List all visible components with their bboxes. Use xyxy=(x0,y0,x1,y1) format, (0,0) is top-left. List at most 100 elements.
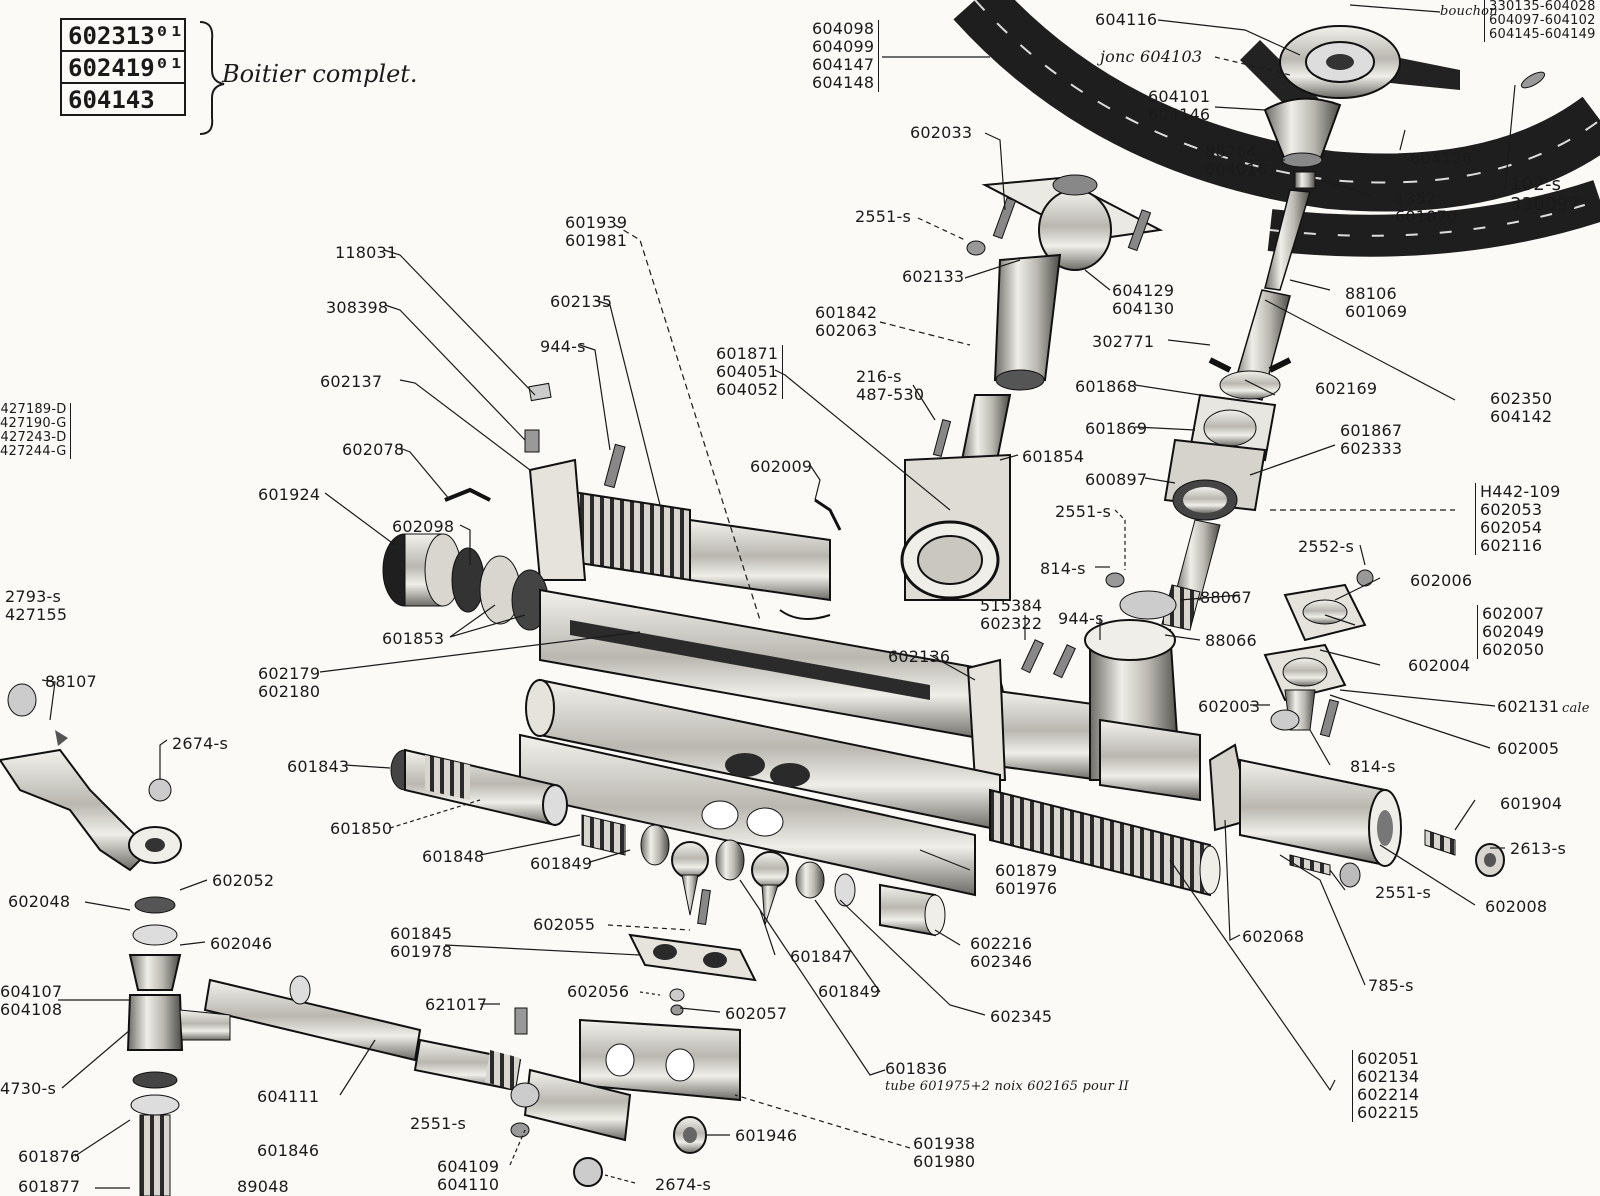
part-label: 604145-604149 xyxy=(1489,27,1596,42)
part-label: 602134 xyxy=(1357,1067,1420,1086)
part-label: 88264 xyxy=(1205,142,1257,161)
track-rod xyxy=(203,975,632,1142)
part-label: 604052 xyxy=(716,380,779,399)
part-label: 602322 xyxy=(980,614,1043,633)
rack-bar xyxy=(519,678,1221,897)
part-label: bouchon xyxy=(1440,4,1498,19)
part-label: 601938 xyxy=(913,1134,976,1153)
part-label: 602052 xyxy=(212,871,275,890)
part-label: 602055 xyxy=(533,915,596,934)
part-label: 814-s xyxy=(1350,757,1396,776)
part-label: 88106 xyxy=(1345,284,1397,303)
part-label: 604130 xyxy=(1112,299,1175,318)
part-label: 601867 xyxy=(1340,421,1403,440)
part-label: 602215 xyxy=(1357,1103,1420,1122)
part-label: 601845 xyxy=(390,924,453,943)
part-label: 601939 xyxy=(565,213,628,232)
part-label: 427189-D xyxy=(0,402,67,417)
part-label: 602009 xyxy=(750,457,813,476)
part-label: 2793-s xyxy=(5,587,62,606)
part-label: 601946 xyxy=(735,1126,798,1145)
part-label: 602131 xyxy=(1497,697,1560,716)
rack-gaiter xyxy=(444,382,842,620)
part-label: 602180 xyxy=(258,682,321,701)
part-label: 604142 xyxy=(1490,407,1553,426)
part-label: 602098 xyxy=(392,517,455,536)
part-label: 944-s xyxy=(1058,609,1104,628)
part-label: 604107 xyxy=(0,982,63,1001)
clamp-parts xyxy=(573,933,757,1187)
part-label: 602333 xyxy=(1340,439,1403,458)
part-label: 330135-604028 xyxy=(1489,0,1596,14)
part-label-note: tube 601975+2 noix 602165 pour II xyxy=(885,1079,1129,1094)
part-label: 602214 xyxy=(1357,1085,1420,1104)
part-label: 2551-s xyxy=(410,1114,467,1133)
part-label-604109-group: 604109 604110 xyxy=(437,1158,499,1194)
part-label: 216-s xyxy=(856,367,902,386)
part-label: 102-s xyxy=(1510,174,1562,195)
part-label-88264-group: 88264 604016 xyxy=(1205,143,1267,179)
part-label: 2551-s xyxy=(1055,502,1112,521)
part-label: 601850 xyxy=(330,819,393,838)
part-label: 604051 xyxy=(716,362,779,381)
part-label-604107-group: 604107 604108 xyxy=(0,983,62,1019)
part-label: 604101 xyxy=(1148,87,1211,106)
column-support-bracket xyxy=(966,174,1164,391)
part-label: 602169 xyxy=(1315,379,1378,398)
part-label: 604116 xyxy=(1095,10,1158,29)
part-label-602179-group: 602179 602180 xyxy=(258,665,320,701)
part-label: 602050 xyxy=(1482,640,1545,659)
part-label: 2674-s xyxy=(655,1175,712,1194)
part-label: 1352 xyxy=(1395,189,1437,208)
part-label: 604109 xyxy=(437,1157,500,1176)
part-label: 944-s xyxy=(540,337,586,356)
part-label: 602054 xyxy=(1480,518,1543,537)
part-label-H442-group: H442-109 602053 602054 602116 xyxy=(1475,483,1560,555)
part-label: 601836 xyxy=(885,1059,948,1078)
part-label: 604016 xyxy=(1205,160,1268,179)
part-label: 2674-s xyxy=(172,734,229,753)
part-label-601871-group: 601871 604051 604052 xyxy=(712,345,784,399)
part-label: 601980 xyxy=(913,1152,976,1171)
part-label: 602004 xyxy=(1408,656,1471,675)
steering-arm-assembly xyxy=(0,683,231,1196)
part-label: 427244-G xyxy=(0,444,67,459)
part-label: 604110 xyxy=(437,1175,500,1194)
part-label-601867-group: 601867 602333 xyxy=(1340,422,1402,458)
part-label: 302771 xyxy=(1092,332,1155,351)
part-label: 602053 xyxy=(1480,500,1543,519)
part-label: 602046 xyxy=(210,934,273,953)
part-label: 604129 xyxy=(1112,281,1175,300)
part-label: H442-109 xyxy=(1480,482,1561,501)
part-label-601939-group: 601939 601981 xyxy=(565,214,627,250)
rack-center-housing xyxy=(966,572,1201,802)
part-label: jonc 604103 xyxy=(1100,47,1203,66)
part-label: 601849 xyxy=(530,854,593,873)
part-label: 601924 xyxy=(258,485,321,504)
part-label: 88067 xyxy=(1200,588,1252,607)
part-label: 601843 xyxy=(287,757,350,776)
part-label: 601978 xyxy=(390,942,453,961)
part-label: 2551-s xyxy=(855,207,912,226)
ball-joint-parts xyxy=(390,748,946,937)
part-label-602007-group: 602007 602049 602050 xyxy=(1477,605,1544,659)
part-label-330135-group: 330135-604028 604097-604102 604145-60414… xyxy=(1484,0,1596,42)
part-label: 601849 xyxy=(818,982,881,1001)
part-label: 601842 xyxy=(815,303,878,322)
part-label: 602078 xyxy=(342,440,405,459)
part-number-box: 604143 xyxy=(60,82,186,116)
part-label-604101-group: 604101 604146 xyxy=(1148,88,1210,124)
part-label: 602008 xyxy=(1485,897,1548,916)
leader-lines xyxy=(41,4,1516,1189)
part-label: 602005 xyxy=(1497,739,1560,758)
part-label: 602136 xyxy=(888,647,951,666)
part-label: 602057 xyxy=(725,1004,788,1023)
part-label: 604098 xyxy=(812,19,875,38)
part-label: 601846 xyxy=(257,1141,320,1160)
part-label: 427243-D xyxy=(0,430,67,445)
part-label: 601981 xyxy=(565,231,628,250)
part-label: 601876 xyxy=(18,1147,81,1166)
part-label: 601853 xyxy=(382,629,445,648)
